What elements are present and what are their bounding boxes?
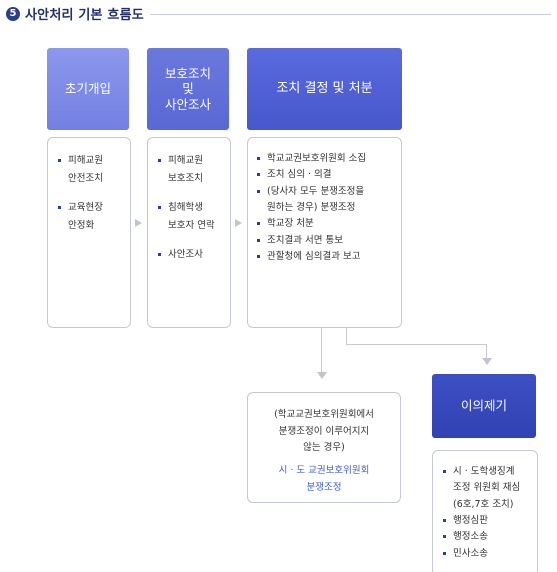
mediation-result: 시 · 도 교권보호위원회 분쟁조정 — [278, 464, 370, 493]
item-text: 교육현장 안정화 — [68, 202, 103, 232]
bullet-icon — [257, 222, 260, 226]
appeal-header: 이의제기 — [432, 374, 536, 438]
bullet-icon — [158, 159, 161, 162]
list-item: 학교장 처분 — [257, 216, 395, 232]
list-item: 피해교원 안전조치 — [58, 152, 124, 188]
list-item: 피해교원 보호조치 — [158, 152, 224, 188]
arrow-down-icon — [482, 358, 492, 365]
connector-line — [346, 344, 487, 345]
bullet-icon — [158, 253, 161, 257]
list-item: 행정심판 — [443, 513, 533, 529]
connector-line — [321, 328, 322, 372]
item-text: 학교장 처분 — [267, 218, 314, 230]
list-item: 조치결과 서면 통보 — [257, 233, 395, 249]
list-item: 관할청에 심의결과 보고 — [257, 249, 395, 265]
item-text: 피해교원 안전조치 — [68, 155, 103, 185]
item-text: 침해학생 보호자 연락 — [168, 202, 215, 232]
stage-header-decision: 조치 결정 및 처분 — [247, 48, 402, 130]
mediation-condition: (학교교권보호위원회에서 분쟁조정이 이루어지지 않는 경우) — [274, 409, 374, 454]
bullet-icon — [58, 206, 61, 210]
list-item: 행정소송 — [443, 529, 533, 545]
item-text: 조치결과 서면 통보 — [267, 234, 343, 246]
bullet-icon — [257, 157, 260, 160]
stage-header-label: 보호조치 및 사안조사 — [164, 65, 211, 112]
bullet-icon — [443, 551, 446, 555]
list-item: 시 · 도학생징계 조정 위원회 재심 (6호,7호 조치) — [443, 464, 533, 513]
bullet-icon — [257, 189, 260, 193]
arrow-down-icon — [317, 372, 327, 379]
list-item: 조치 심의 · 의결 — [257, 167, 395, 183]
stage-header-protection: 보호조치 및 사안조사 — [147, 48, 229, 130]
bullet-icon — [443, 470, 446, 473]
list-item: 학교교권보호위원회 소집 — [257, 151, 395, 167]
stage-box-decision: 학교교권보호위원회 소집 조치 심의 · 의결 (당사자 모두 분쟁조정을 원하… — [247, 137, 402, 328]
item-text: 민사소송 — [453, 547, 488, 559]
stage-header-initial: 초기개입 — [47, 48, 129, 130]
item-text: 시 · 도학생징계 조정 위원회 재심 (6호,7호 조치) — [453, 466, 521, 510]
connector-line — [486, 344, 487, 359]
title-divider — [150, 14, 551, 15]
bullet-icon — [443, 518, 446, 522]
item-text: (당사자 모두 분쟁조정을 원하는 경우) 분쟁조정 — [267, 185, 365, 213]
mediation-box: (학교교권보호위원회에서 분쟁조정이 이루어지지 않는 경우) 시 · 도 교권… — [247, 392, 401, 503]
item-text: 행정심판 — [453, 514, 488, 526]
item-text: 행정소송 — [453, 531, 488, 543]
number-badge-icon: 5 — [6, 6, 20, 21]
title-text: 사안처리 기본 흐름도 — [25, 8, 144, 23]
arrow-right-icon — [235, 219, 242, 227]
bullet-icon — [158, 206, 161, 210]
stage-header-label: 초기개입 — [64, 81, 111, 97]
bullet-icon — [58, 159, 61, 162]
list-item: (당사자 모두 분쟁조정을 원하는 경우) 분쟁조정 — [257, 184, 395, 217]
bullet-icon — [257, 254, 260, 258]
stage-box-protection: 피해교원 보호조치 침해학생 보호자 연락 사안조사 — [147, 137, 231, 328]
diagram-title: 5 사안처리 기본 흐름도 — [6, 4, 144, 23]
bullet-icon — [257, 173, 260, 177]
list-item: 사안조사 — [158, 246, 224, 264]
appeal-box: 시 · 도학생징계 조정 위원회 재심 (6호,7호 조치) 행정심판 행정소송… — [432, 450, 538, 572]
list-item: 민사소송 — [443, 546, 533, 562]
item-text: 피해교원 보호조치 — [168, 155, 203, 185]
appeal-header-label: 이의제기 — [460, 398, 507, 414]
arrow-right-icon — [135, 219, 142, 227]
connector-line — [346, 328, 347, 345]
bullet-icon — [257, 238, 260, 242]
bullet-icon — [443, 535, 446, 539]
list-item: 침해학생 보호자 연락 — [158, 199, 224, 235]
item-text: 조치 심의 · 의결 — [267, 169, 332, 181]
item-text: 사안조사 — [168, 249, 203, 261]
stage-header-label: 조치 결정 및 처분 — [276, 80, 373, 96]
list-item: 교육현장 안정화 — [58, 199, 124, 235]
item-text: 학교교권보호위원회 소집 — [267, 153, 367, 164]
item-text: 관할청에 심의결과 보고 — [267, 250, 361, 262]
stage-box-initial: 피해교원 안전조치 교육현장 안정화 — [47, 137, 131, 328]
